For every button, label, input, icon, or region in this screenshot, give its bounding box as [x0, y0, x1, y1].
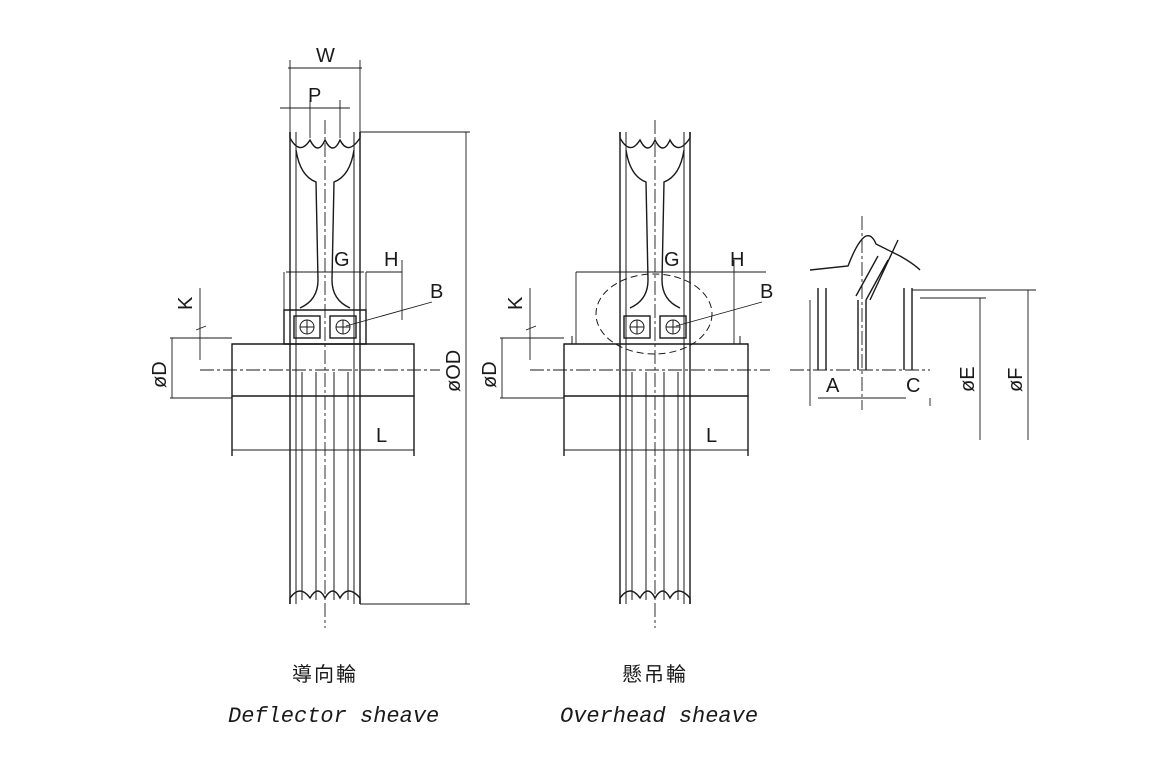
label-g-deflector: G — [334, 249, 350, 271]
label-d-overhead: øD — [479, 361, 501, 388]
label-k-deflector: K — [175, 296, 197, 310]
dimension-labels: W P G H B K øD øOD L G H B K øD L A C øE… — [149, 45, 1027, 447]
caption-deflector-zh: 導向輪 — [292, 662, 358, 686]
label-e: øE — [957, 366, 979, 392]
label-od: øOD — [443, 350, 465, 392]
label-b-deflector: B — [430, 281, 443, 303]
label-a: A — [826, 375, 840, 397]
label-l-deflector: L — [376, 425, 387, 447]
label-l-overhead: L — [706, 425, 717, 447]
label-k-overhead: K — [505, 296, 527, 310]
caption-overhead-zh: 懸吊輪 — [622, 662, 688, 686]
label-g-overhead: G — [664, 249, 680, 271]
label-w: W — [316, 45, 335, 67]
caption-overhead-en: Overhead sheave — [560, 704, 759, 729]
label-d-deflector: øD — [149, 361, 171, 388]
label-h-deflector: H — [384, 249, 398, 271]
bracket-side-view — [790, 216, 1036, 440]
caption-deflector-en: Deflector sheave — [228, 704, 440, 729]
label-c: C — [906, 375, 920, 397]
deflector-sheave-view — [170, 60, 470, 628]
overhead-sheave-view — [500, 120, 770, 628]
label-b-overhead: B — [760, 281, 773, 303]
label-p: P — [308, 85, 321, 107]
label-h-overhead: H — [730, 249, 744, 271]
label-f: øF — [1005, 368, 1027, 392]
